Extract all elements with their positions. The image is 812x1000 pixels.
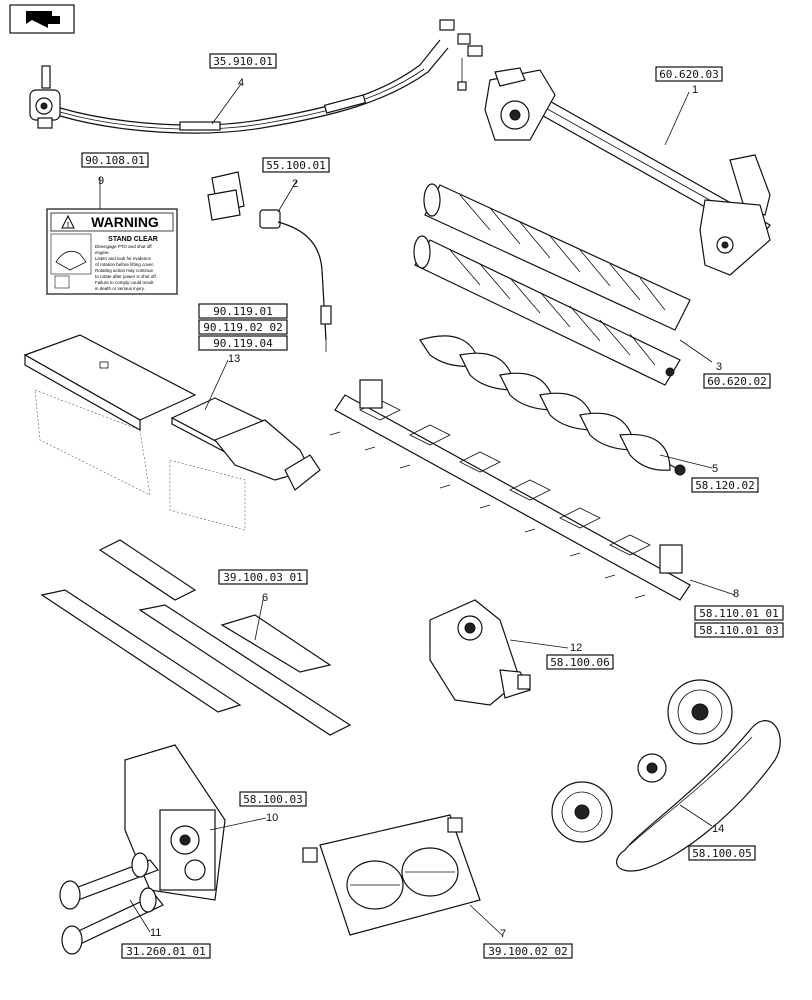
sensor-cable xyxy=(207,171,332,352)
ref-58-110-01-01[interactable]: 58.110.01 01 xyxy=(694,605,784,621)
warning-line-8: in death or serious injury. xyxy=(95,286,145,291)
auger xyxy=(419,335,686,476)
item-number-9: 9 xyxy=(98,175,104,187)
ref-90-119-02-02[interactable]: 90.119.02 02 xyxy=(198,319,288,335)
svg-text:58.110.01 01: 58.110.01 01 xyxy=(699,607,778,620)
warning-title: WARNING xyxy=(91,214,159,230)
warning-line-1: Disengage PTO and shut off xyxy=(95,244,152,249)
ref-58-100-06[interactable]: 58.100.06 xyxy=(546,654,614,670)
svg-text:39.100.03 01: 39.100.03 01 xyxy=(223,571,302,584)
item-number-12: 12 xyxy=(570,642,582,654)
svg-text:60.620.02: 60.620.02 xyxy=(707,375,767,388)
conditioner-housing xyxy=(302,814,481,936)
ref-55-100-01[interactable]: 55.100.01 xyxy=(262,157,330,173)
ref-39-100-03-01[interactable]: 39.100.03 01 xyxy=(218,569,308,585)
pulleys-belt xyxy=(551,679,781,872)
svg-text:90.119.04: 90.119.04 xyxy=(213,337,273,350)
svg-text:90.108.01: 90.108.01 xyxy=(85,154,145,167)
item-number-14: 14 xyxy=(712,823,724,835)
item-number-2: 2 xyxy=(292,178,298,190)
ref-35-910-01[interactable]: 35.910.01 xyxy=(209,53,277,69)
ref-31-260-01-01[interactable]: 31.260.01 01 xyxy=(121,943,211,959)
svg-text:58.120.02: 58.120.02 xyxy=(695,479,755,492)
conditioner-rolls xyxy=(413,183,691,386)
svg-text:58.100.03: 58.100.03 xyxy=(243,793,303,806)
skid-plates xyxy=(40,539,352,736)
roll-drive-shaft xyxy=(484,67,771,276)
ref-60-620-03[interactable]: 60.620.03 xyxy=(655,66,723,82)
item-number-3: 3 xyxy=(716,361,722,373)
item-number-8: 8 xyxy=(733,588,739,600)
ref-58-100-03[interactable]: 58.100.03 xyxy=(239,791,307,807)
warning-line-7: Failure to comply could result xyxy=(95,280,154,285)
svg-text:31.260.01 01: 31.260.01 01 xyxy=(126,945,205,958)
ref-60-620-02[interactable]: 60.620.02 xyxy=(703,373,771,389)
cover-panels xyxy=(23,334,321,531)
warning-line-3: Listen and look for evidence xyxy=(95,256,152,261)
leader-lines xyxy=(99,83,736,937)
item-number-6: 6 xyxy=(262,592,268,604)
warning-line-4: of rotation before lifting cover. xyxy=(95,262,154,267)
warning-line-6: to rotate after power is shut off. xyxy=(95,274,157,279)
item-number-1: 1 xyxy=(692,84,698,96)
pto-shafts xyxy=(59,852,164,955)
ref-58-120-02[interactable]: 58.120.02 xyxy=(691,477,759,493)
ref-90-119-04[interactable]: 90.119.04 xyxy=(198,335,288,351)
gearbox xyxy=(429,599,531,706)
ref-58-100-05[interactable]: 58.100.05 xyxy=(688,845,756,861)
item-number-11: 11 xyxy=(150,927,161,939)
svg-text:55.100.01: 55.100.01 xyxy=(266,159,326,172)
svg-text:90.119.02 02: 90.119.02 02 xyxy=(203,321,282,334)
ref-90-119-01[interactable]: 90.119.01 xyxy=(198,303,288,319)
svg-text:35.910.01: 35.910.01 xyxy=(213,55,273,68)
warning-decal: ! WARNING STAND CLEAR Disengage PTO and … xyxy=(46,208,178,295)
svg-text:90.119.01: 90.119.01 xyxy=(213,305,273,318)
svg-text:!: ! xyxy=(67,222,69,229)
ref-39-100-02-02[interactable]: 39.100.02 02 xyxy=(483,943,573,959)
ref-90-108-01[interactable]: 90.108.01 xyxy=(81,152,149,168)
svg-text:58.100.05: 58.100.05 xyxy=(692,847,752,860)
item-number-7: 7 xyxy=(500,928,506,940)
back-arrow-icon[interactable] xyxy=(9,4,75,34)
cutterbar xyxy=(329,379,691,601)
svg-text:58.100.06: 58.100.06 xyxy=(550,656,610,669)
hose-assembly xyxy=(29,19,483,134)
item-number-13: 13 xyxy=(228,353,240,365)
item-number-10: 10 xyxy=(266,812,278,824)
warning-line-5: Rotating action may continue xyxy=(95,268,154,273)
item-number-5: 5 xyxy=(712,463,718,475)
svg-text:39.100.02 02: 39.100.02 02 xyxy=(488,945,567,958)
svg-text:58.110.01 03: 58.110.01 03 xyxy=(699,624,778,637)
warning-line-2: engine. xyxy=(95,250,110,255)
ref-58-110-01-03[interactable]: 58.110.01 03 xyxy=(694,622,784,638)
svg-text:60.620.03: 60.620.03 xyxy=(659,68,719,81)
item-number-4: 4 xyxy=(238,77,244,89)
warning-heading: STAND CLEAR xyxy=(108,236,158,243)
